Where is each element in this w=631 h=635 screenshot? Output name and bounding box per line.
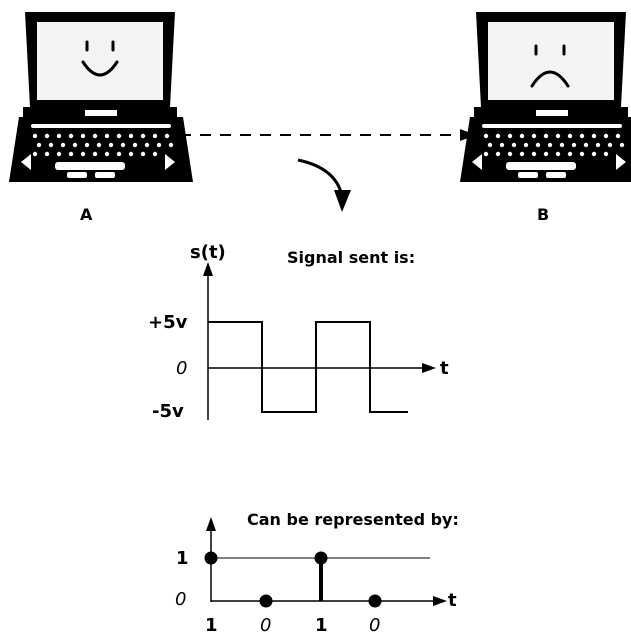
bit-label-2: 0 [260,615,271,635]
tick-minus5v: -5v [152,401,184,422]
bit-label-1: 1 [205,615,218,635]
square-wave [208,321,408,413]
rep-tick-zero: 0 [175,589,186,610]
signal-x-axis-label: t [440,358,449,379]
representation-chart: Can be represented by: t 1 0 1 0 1 0 [175,510,459,635]
rep-y-axis-arrow [206,517,216,531]
smile-face-icon [81,40,119,77]
dot-bit-2 [259,594,273,608]
rep-tick-one: 1 [176,548,189,569]
bit-label-4: 0 [369,615,380,635]
rep-x-axis-arrow [433,596,447,606]
signal-y-axis-label: s(t) [190,242,226,263]
representation-title: Can be represented by: [247,510,459,529]
signal-x-axis-arrow [422,363,436,373]
laptop-a-label: A [80,205,93,224]
dot-bit-1 [204,551,218,565]
transmission-link [180,129,476,141]
signal-chart: s(t) Signal sent is: t +5v 0 -5v [148,242,449,422]
frown-face-icon [530,44,570,88]
curved-arrow-icon [297,158,351,212]
bit-label-3: 1 [315,615,328,635]
signal-y-axis-arrow [203,262,213,276]
dot-bit-3 [314,551,328,565]
laptop-a [9,12,193,182]
dot-bit-4 [368,594,382,608]
tick-zero: 0 [176,358,187,379]
signal-title: Signal sent is: [287,248,415,267]
laptop-b [460,12,631,182]
tick-plus5v: +5v [148,312,188,333]
rep-x-axis-label: t [448,590,457,611]
laptop-b-label: B [537,205,549,224]
